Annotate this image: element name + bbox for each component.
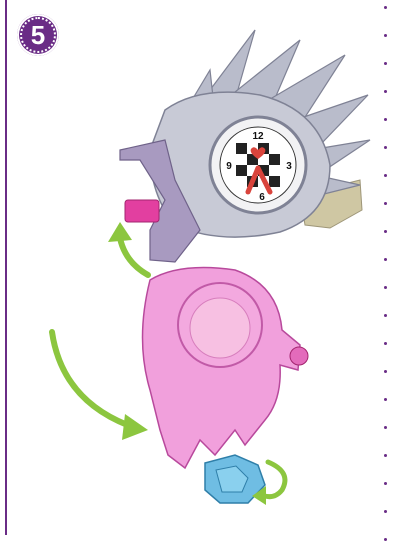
dial-number-12: 12 — [252, 131, 264, 142]
pink-body-lens — [190, 298, 250, 358]
pink-body-knob — [290, 347, 308, 365]
dial-number-3: 3 — [286, 161, 292, 172]
pink-peg — [125, 200, 159, 222]
rotate-down-arrow-head — [122, 414, 148, 440]
rotate-up-arrow — [120, 238, 148, 275]
clock-dial: 12 9 3 6 — [210, 117, 306, 213]
rotate-down-arrow — [52, 332, 130, 426]
dial-number-6: 6 — [259, 192, 265, 203]
dial-number-9: 9 — [226, 161, 232, 172]
rotate-up-arrow-head — [108, 222, 132, 242]
